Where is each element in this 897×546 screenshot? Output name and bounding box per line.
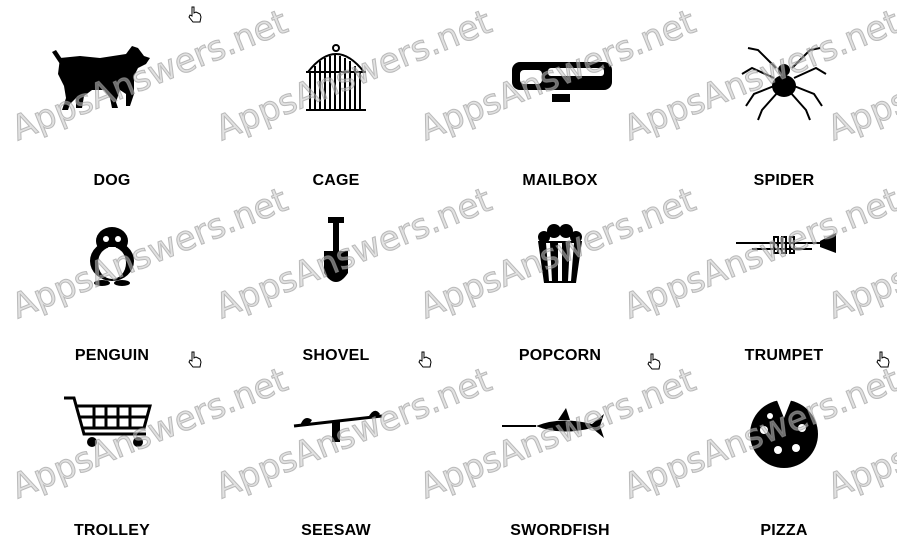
hand-cursor-icon [188,6,202,23]
popcorn-icon [488,203,632,323]
tile-label: PENGUIN [74,347,150,364]
tile-pizza[interactable]: PIZZA [672,370,896,546]
tile-trolley[interactable]: TROLLEY [0,370,224,546]
tile-popcorn[interactable]: POPCORN [448,195,672,371]
tile-label: SEESAW [301,522,371,539]
tile-label: MAILBOX [522,172,598,189]
hand-cursor-icon [188,351,202,368]
pizza-icon [712,378,856,498]
tile-label: DOG [93,172,131,189]
shovel-icon [264,203,408,323]
cage-icon [264,28,408,148]
hand-cursor-icon [418,351,432,368]
swordfish-icon [488,378,632,498]
mailbox-icon [488,28,632,148]
tile-mailbox[interactable]: MAILBOX [448,20,672,196]
tile-dog[interactable]: DOG [0,20,224,196]
tile-spider[interactable]: SPIDER [672,20,896,196]
hand-cursor-icon [647,353,661,370]
seesaw-icon [264,378,408,498]
spider-icon [712,28,856,148]
tile-label: TRUMPET [744,347,824,364]
tile-penguin[interactable]: PENGUIN [0,195,224,371]
hand-cursor-icon [876,351,890,368]
trolley-icon [40,378,184,498]
tile-trumpet[interactable]: TRUMPET [672,195,896,371]
tile-label: POPCORN [518,347,602,364]
tile-swordfish[interactable]: SWORDFISH [448,370,672,546]
tile-label: CAGE [312,172,360,189]
tile-cage[interactable]: CAGE [224,20,448,196]
penguin-icon [40,203,184,323]
tile-label: PIZZA [760,522,808,539]
tile-label: SHOVEL [302,347,370,364]
tile-label: SWORDFISH [510,522,610,539]
tile-label: TROLLEY [73,522,151,539]
tile-shovel[interactable]: SHOVEL [224,195,448,371]
tile-seesaw[interactable]: SEESAW [224,370,448,546]
dog-icon [40,28,184,148]
tile-label: SPIDER [753,172,815,189]
trumpet-icon [712,203,856,323]
